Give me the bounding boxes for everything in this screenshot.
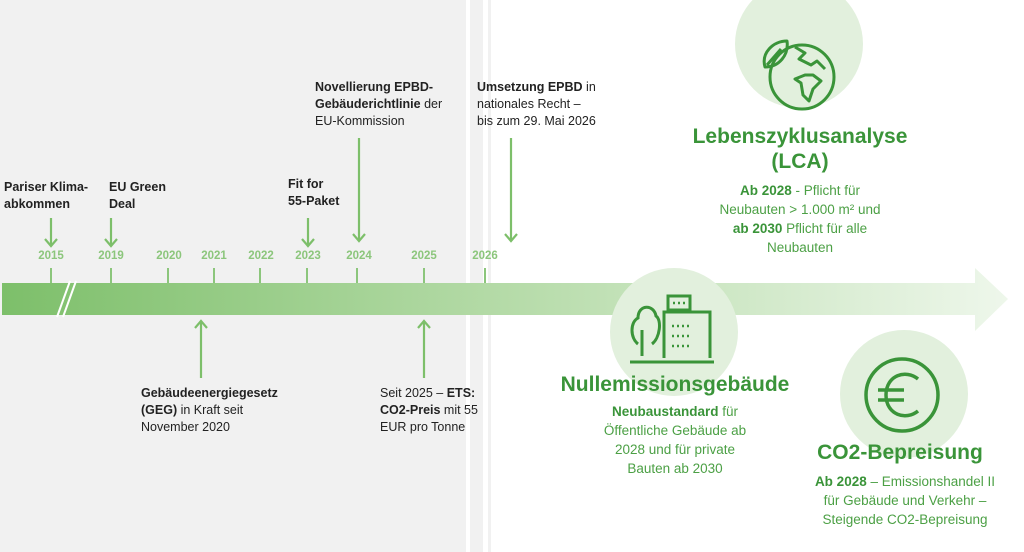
divider-strip [470, 0, 483, 552]
down-arrow-icon [104, 218, 118, 248]
down-arrow-icon [352, 138, 366, 243]
co2-circle [840, 330, 968, 458]
year-label: 2025 [411, 250, 437, 262]
tick [110, 268, 112, 283]
year-label: 2021 [201, 250, 227, 262]
tick [356, 268, 358, 283]
timeline-arrow [2, 268, 1008, 331]
year-label: 2026 [472, 250, 498, 262]
tick [306, 268, 308, 283]
down-arrow-icon [301, 218, 315, 248]
euro-icon [864, 357, 940, 433]
tick [213, 268, 215, 283]
down-arrow-icon [504, 138, 518, 243]
co2-title: CO2-Bepreisung [817, 441, 983, 464]
past-background [0, 0, 466, 552]
event-paris-agreement: Pariser Klima-abkommen [4, 180, 89, 211]
divider-strip [488, 0, 491, 552]
year-label: 2019 [98, 250, 124, 262]
up-arrow-icon [417, 319, 431, 378]
tick [484, 268, 486, 283]
tick [423, 268, 425, 283]
lca-title: Lebenszyklusanalyse(LCA) [692, 125, 908, 173]
year-label: 2020 [156, 250, 182, 262]
tick [167, 268, 169, 283]
globe-leaf-icon [762, 39, 836, 111]
up-arrow-icon [194, 319, 208, 378]
year-label: 2022 [248, 250, 274, 262]
tick [259, 268, 261, 283]
timeline-break-marks [56, 280, 77, 318]
lca-circle [735, 0, 863, 108]
year-label: 2023 [295, 250, 321, 262]
year-label: 2015 [38, 250, 64, 262]
tick [50, 268, 52, 283]
building-tree-icon [630, 294, 714, 364]
zeb-title: Nullemissionsgebäude [560, 373, 790, 396]
down-arrow-icon [44, 218, 58, 248]
year-label: 2024 [346, 250, 372, 262]
